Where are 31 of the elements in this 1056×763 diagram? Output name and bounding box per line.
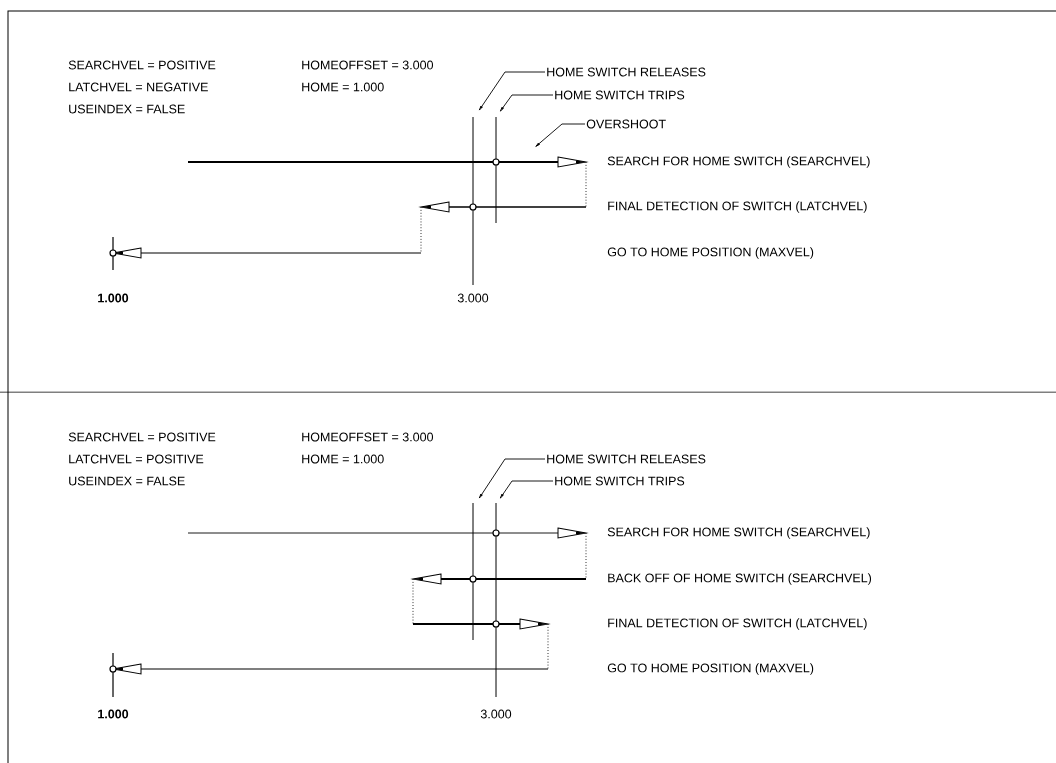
leader-text: OVERSHOOT	[586, 119, 666, 129]
parameter-text: HOMEOFFSET = 3.000	[302, 60, 434, 70]
parameter-text: USEINDEX = FALSE	[69, 104, 185, 114]
step-text: GO TO HOME POSITION (MAXVEL)	[607, 663, 814, 675]
step-text: SEARCH FOR HOME SWITCH (SEARCHVEL)	[607, 156, 870, 168]
parameter-text: SEARCHVEL = POSITIVE	[68, 60, 216, 70]
position-value: 3.000	[480, 709, 512, 719]
step-text: FINAL DETECTION OF SWITCH (LATCHVEL)	[608, 201, 867, 213]
leader-text: HOME SWITCH TRIPS	[555, 476, 685, 486]
leader-line	[535, 123, 586, 147]
parameter-text: HOME = 1.000	[302, 454, 384, 464]
leader-text: HOME SWITCH RELEASES	[547, 67, 706, 77]
position-value: 1.000	[98, 709, 129, 719]
leader-text: HOME SWITCH RELEASES	[547, 454, 706, 464]
parameter-text: LATCHVEL = NEGATIVE	[69, 82, 208, 92]
step-text: BACK OFF OF HOME SWITCH (SEARCHVEL)	[608, 573, 872, 585]
parameter-text: HOME = 1.000	[302, 82, 384, 92]
parameter-text: USEINDEX = FALSE	[69, 476, 185, 486]
leader-line	[478, 458, 546, 499]
leader-text: HOME SWITCH TRIPS	[555, 90, 685, 100]
parameter-text: SEARCHVEL = POSITIVE	[68, 432, 216, 442]
leader-line	[499, 480, 554, 499]
parameter-text: LATCHVEL = POSITIVE	[69, 454, 204, 464]
position-value: 3.000	[457, 293, 489, 303]
step-text: GO TO HOME POSITION (MAXVEL)	[607, 247, 814, 259]
leader-line	[478, 71, 546, 111]
leader-line	[499, 94, 554, 112]
position-value: 1.000	[98, 293, 129, 303]
step-text: SEARCH FOR HOME SWITCH (SEARCHVEL)	[607, 527, 870, 539]
parameter-text: HOMEOFFSET = 3.000	[302, 432, 434, 442]
step-text: FINAL DETECTION OF SWITCH (LATCHVEL)	[608, 618, 867, 630]
